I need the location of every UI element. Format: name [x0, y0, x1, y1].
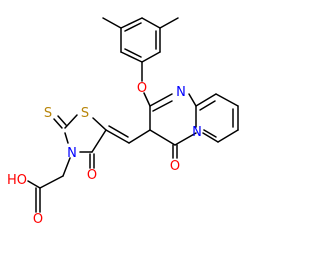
bond	[105, 129, 130, 144]
atom-nitrogen-pyrimidine: N	[176, 85, 186, 100]
molecule-structure: O N N O S S N O HO O	[7, 17, 239, 227]
bond	[188, 93, 197, 107]
atom-sulfur-thioxo: S	[44, 106, 52, 121]
atom-nitrogen-thiazolidine: N	[67, 146, 77, 161]
bond	[124, 48, 142, 58]
bond	[108, 125, 129, 138]
atom-nitrogen-bridgehead: N	[192, 125, 202, 140]
bond	[149, 93, 173, 107]
bond	[195, 93, 217, 107]
bond	[203, 129, 217, 138]
bond	[128, 129, 151, 144]
bond	[199, 100, 216, 111]
bond	[174, 132, 197, 146]
bond	[120, 51, 143, 63]
atom-oxygen-thiazolidinone: O	[87, 168, 97, 183]
bond	[159, 17, 179, 29]
bond	[62, 157, 71, 177]
bond	[141, 51, 161, 63]
bond	[53, 118, 63, 129]
bond	[39, 175, 64, 189]
atom-oxygen-pyrimidinone: O	[170, 159, 180, 174]
atom-oxygen-ether: O	[137, 81, 147, 96]
bonds	[27, 17, 239, 213]
bond	[149, 129, 176, 146]
bond	[64, 114, 78, 129]
bond	[143, 92, 151, 107]
atom-sulfur-ring: S	[81, 106, 89, 121]
bond	[64, 132, 69, 144]
bond	[152, 100, 173, 112]
bond	[120, 17, 143, 29]
atom-labels: O N N O S S N O HO O	[7, 81, 202, 227]
bond	[102, 17, 122, 29]
bond	[141, 17, 161, 29]
bond	[124, 22, 142, 32]
molecule-canvas: O N N O S S N O HO O	[7, 17, 239, 227]
bond	[27, 180, 41, 189]
bond	[202, 132, 219, 143]
atom-hydroxyl: HO	[7, 173, 27, 188]
bond	[57, 115, 67, 126]
atom-oxygen-carbonyl: O	[33, 212, 43, 227]
bond	[215, 93, 239, 107]
bond	[217, 129, 239, 143]
bond	[91, 129, 107, 153]
bond	[92, 117, 107, 131]
